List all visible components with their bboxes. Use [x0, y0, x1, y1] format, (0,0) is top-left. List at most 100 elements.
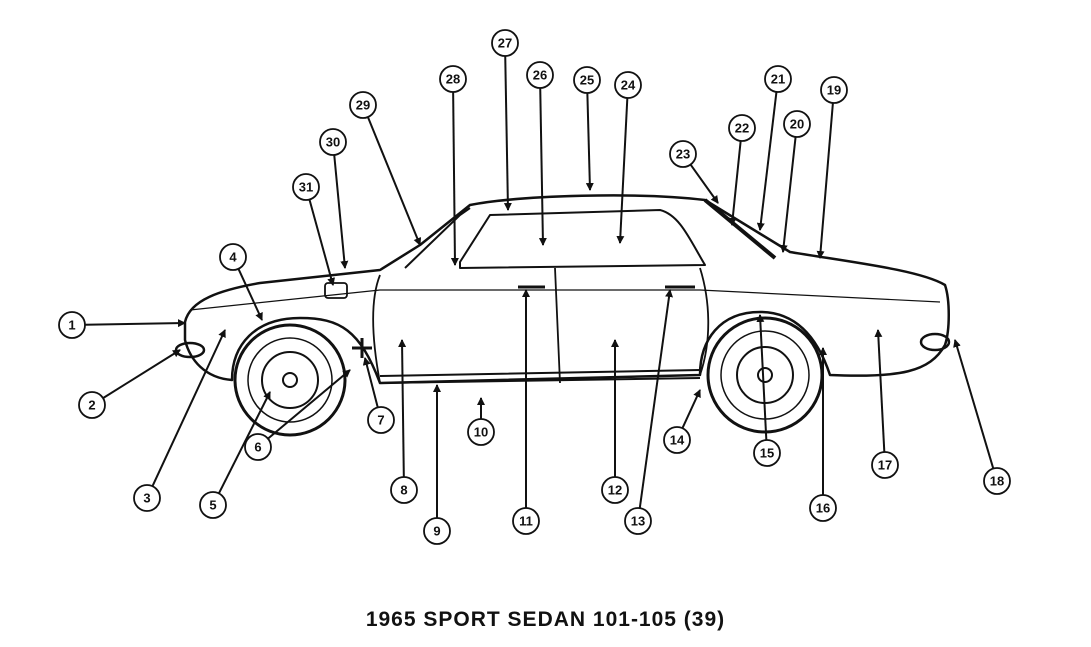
callout-number: 5: [209, 498, 216, 513]
diagram-caption: 1965 SPORT SEDAN 101-105 (39): [365, 608, 726, 631]
callout-circle: [292, 173, 320, 201]
callout-29: 29: [349, 91, 422, 246]
leader-line: [333, 154, 349, 269]
leader-line: [362, 357, 379, 408]
callout-24: 24: [614, 71, 642, 244]
leader-line: [616, 97, 629, 244]
callout-circle: [199, 491, 227, 519]
leader-line: [503, 55, 512, 211]
callout-22: 22: [728, 114, 756, 226]
callout-number: 21: [771, 72, 785, 87]
callout-23: 23: [669, 140, 719, 204]
leader-line: [398, 339, 407, 478]
callout-number: 2: [88, 398, 95, 413]
callout-circle: [219, 243, 247, 271]
callout-circle: [349, 91, 377, 119]
callout-31: 31: [292, 173, 335, 286]
callout-number: 22: [735, 121, 749, 136]
callout-circle: [133, 484, 161, 512]
callout-circle: [663, 426, 691, 454]
callout-number: 12: [608, 483, 622, 498]
callout-17: 17: [871, 329, 899, 479]
callout-19: 19: [816, 76, 848, 259]
callout-circle: [728, 114, 756, 142]
callout-number: 15: [760, 446, 774, 461]
callout-circle: [764, 65, 792, 93]
callout-13: 13: [624, 289, 674, 535]
callout-number: 27: [498, 36, 512, 51]
callout-circle: [753, 439, 781, 467]
callout-30: 30: [319, 128, 349, 269]
leader-line: [728, 140, 742, 226]
callout-25: 25: [573, 66, 601, 191]
leader-line: [681, 389, 701, 429]
callout-layer: 1234567891011121314151617181920212223242…: [58, 29, 1011, 545]
callout-circle: [783, 110, 811, 138]
callout-number: 4: [229, 250, 237, 265]
callout-number: 8: [400, 483, 407, 498]
leader-line: [217, 391, 271, 494]
callout-number: 29: [356, 98, 370, 113]
front-wheel: [233, 323, 347, 437]
callout-2: 2: [78, 349, 181, 419]
callout-circle: [871, 451, 899, 479]
callout-1: 1: [58, 311, 186, 339]
callout-circle: [390, 476, 418, 504]
leader-line: [874, 329, 886, 453]
callout-6: 6: [244, 369, 351, 461]
leader-line: [366, 116, 422, 246]
callout-number: 18: [990, 474, 1004, 489]
callout-9: 9: [423, 384, 451, 545]
leader-line: [450, 91, 459, 266]
callout-number: 10: [474, 425, 488, 440]
callout-20: 20: [779, 110, 811, 253]
callout-circle: [491, 29, 519, 57]
leader-line: [151, 329, 226, 487]
callout-number: 17: [878, 458, 892, 473]
leader-line: [779, 136, 797, 253]
callout-number: 9: [433, 524, 440, 539]
callout-8: 8: [390, 339, 418, 504]
car-body: [174, 194, 951, 385]
callout-circle: [809, 494, 837, 522]
callout-26: 26: [526, 61, 554, 246]
callout-circle: [367, 406, 395, 434]
callout-number: 31: [299, 180, 313, 195]
callout-number: 23: [676, 147, 690, 162]
callout-number: 13: [631, 514, 645, 529]
leader-line: [953, 339, 995, 469]
callout-number: 3: [143, 491, 150, 506]
callout-circle: [526, 61, 554, 89]
callout-number: 26: [533, 68, 547, 83]
leader-line: [102, 349, 181, 399]
callout-circle: [319, 128, 347, 156]
leader-line: [538, 87, 547, 246]
leader-line: [267, 369, 351, 440]
callout-number: 20: [790, 117, 804, 132]
callout-3: 3: [133, 329, 226, 512]
callout-28: 28: [439, 65, 467, 266]
callout-11: 11: [512, 289, 540, 535]
callout-12: 12: [601, 339, 629, 504]
callout-4: 4: [219, 243, 263, 321]
leader-line: [585, 92, 594, 191]
callout-number: 28: [446, 72, 460, 87]
leader-line: [638, 289, 674, 509]
leader-line: [689, 163, 719, 204]
callout-circle: [439, 65, 467, 93]
callout-circle: [78, 391, 106, 419]
callout-circle: [601, 476, 629, 504]
callout-number: 14: [670, 433, 685, 448]
callout-number: 30: [326, 135, 340, 150]
car-side-view-diagram: 1234567891011121314151617181920212223242…: [58, 29, 1011, 545]
callout-circle: [244, 433, 272, 461]
callout-14: 14: [663, 389, 701, 454]
callout-number: 1: [68, 318, 75, 333]
callout-10: 10: [467, 397, 495, 446]
callout-5: 5: [199, 391, 271, 519]
leader-line: [756, 91, 778, 231]
callout-circle: [423, 517, 451, 545]
leader-line: [237, 268, 263, 321]
callout-number: 19: [827, 83, 841, 98]
callout-circle: [983, 467, 1011, 495]
